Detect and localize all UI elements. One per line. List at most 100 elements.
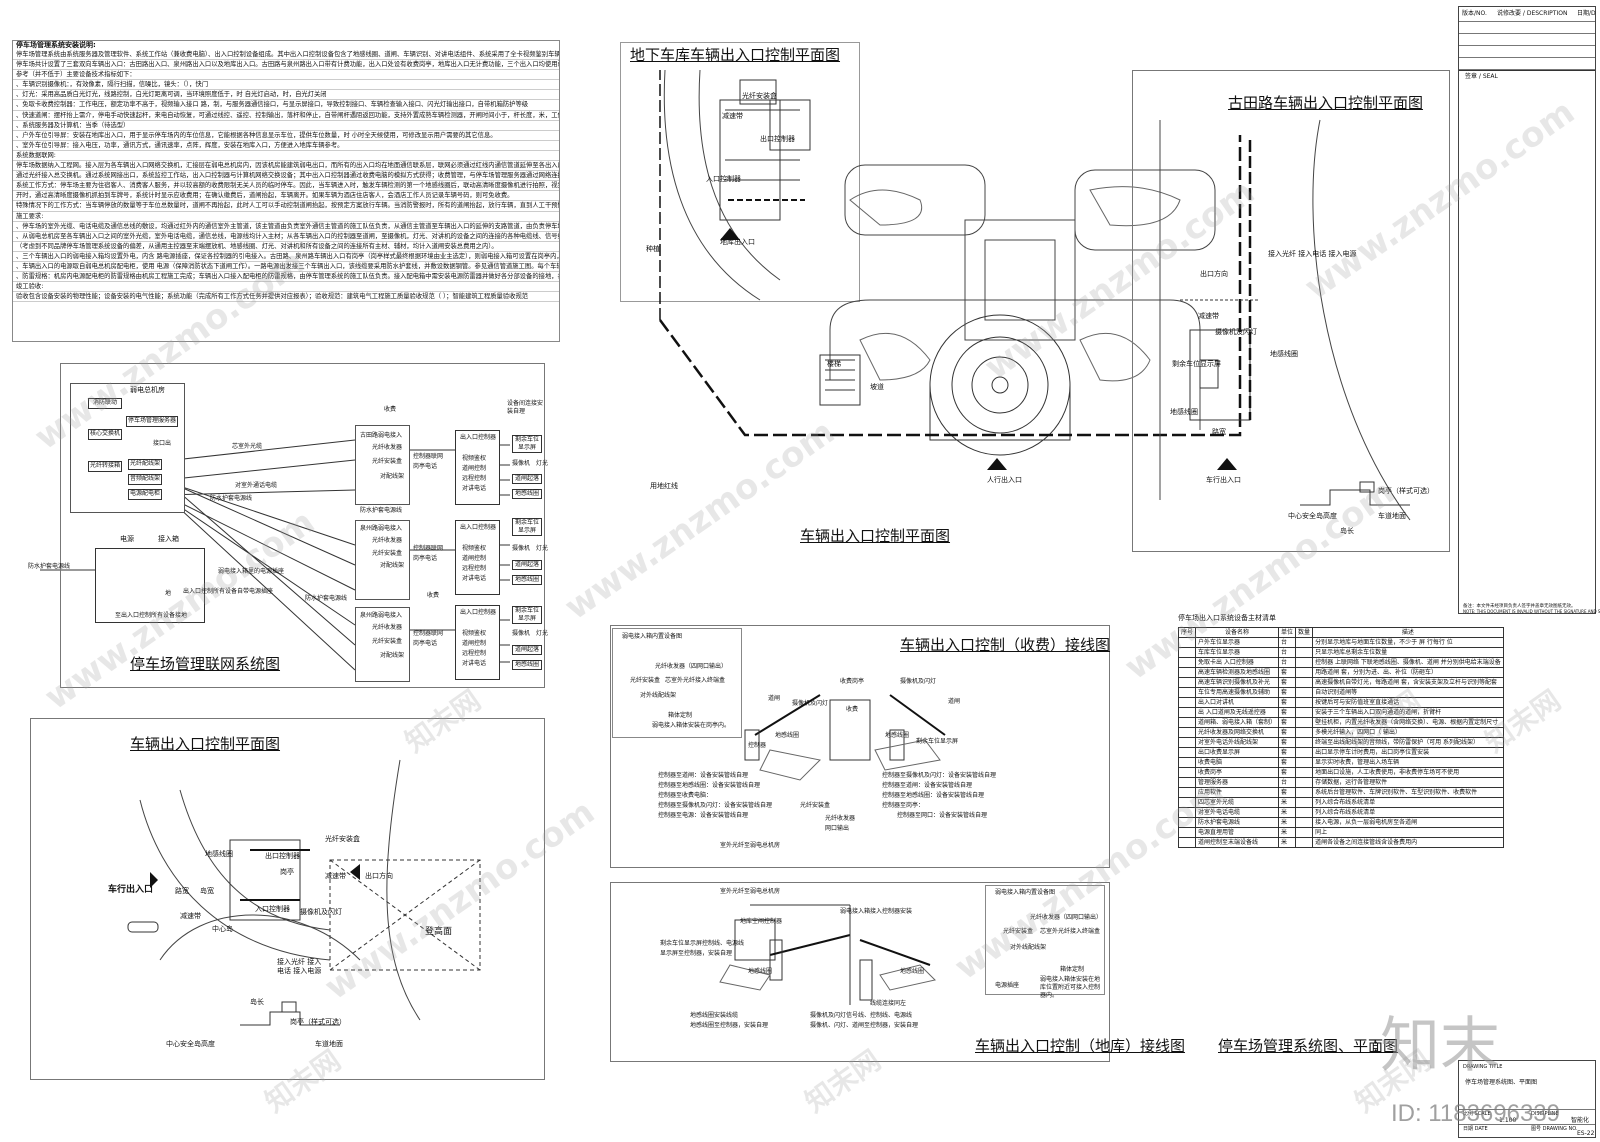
plant-label: 种植 <box>646 245 660 253</box>
wb-inner-frame <box>985 885 1105 995</box>
quanzhou-fbox: 光纤安装盒 <box>372 550 403 557</box>
gutian-exit-dir-label: 出口方向 <box>1200 270 1228 278</box>
equip-table-cell: 米 <box>1278 807 1297 818</box>
wc-disp: 剩余车位显示屏 <box>916 738 959 745</box>
equip-table-header-cell: 数量 <box>1295 627 1314 638</box>
equip-table-cell <box>1295 797 1314 808</box>
wb-ctrl: 地库空闸控制器 <box>740 918 783 925</box>
gutian-booth-tel: 岗亭电话 <box>413 463 438 470</box>
znzmo-logo: 知末 <box>1380 1011 1500 1081</box>
wb-disp2: 显示屏至控制器，安装自理 <box>660 950 733 957</box>
wb-loop-right: 地感线圈 <box>900 968 925 975</box>
equip-table-cell: 套 <box>1278 677 1297 688</box>
equip-table-cell <box>1295 727 1314 738</box>
pwr-out-label-3: 防水护套电源线 <box>360 507 403 514</box>
wb-note2: 弱电接入箱体安装在地库位置附近可接入控制器内。 <box>1040 976 1101 999</box>
box-fiber-patch: 芯室外光纤接入终端盒 <box>665 677 726 684</box>
notes-line: 、车辆识别摄像机：，有效像素，隔行扫描，信噪比，镜头：（），快门 <box>13 80 559 91</box>
ground-label: 地 <box>165 590 172 597</box>
equip-table-cell: 对室外电话外线配线架 <box>1195 737 1280 748</box>
wc-booth: 收费岗亭 <box>840 678 865 685</box>
rev-date: 日期/D <box>1577 10 1596 17</box>
notes-line: 、室外车位引导屏：接入电压，功率，通讯方式，通讯速率，点阵，辉度，安装在地库入口… <box>13 141 559 151</box>
disp-box-3: 剩余车位显示屏 <box>512 606 542 624</box>
entrance-fiber-box-label: 光纤安装盒 <box>325 835 360 843</box>
equip-table-cell <box>1295 777 1314 788</box>
basement-exit-ctrl-label: 出口控制器 <box>760 135 795 143</box>
equip-table-cell <box>1295 657 1314 668</box>
equip-table-cell: 车库车位显示器 <box>1195 647 1280 658</box>
ctrl-remote-2: 远程控制 <box>462 565 487 572</box>
equip-table-cell: 列入综合布线系统清单 <box>1312 807 1504 818</box>
gutian-booth-label: 岗亭（样式可选） <box>1378 487 1434 495</box>
equip-table-cell <box>1295 837 1314 848</box>
box-note1: 箱体定制 <box>668 712 693 719</box>
ctrl-gate-1: 道闸控制 <box>462 465 487 472</box>
wb-box: 弱电接入箱接入控制器安装 <box>840 908 913 915</box>
ports-label: 接口出 <box>153 440 172 447</box>
equip-table-cell <box>1295 747 1314 758</box>
box-inner-frame <box>612 628 742 738</box>
rev-desc: 说修改要 / DESCRIPTION <box>1497 10 1568 17</box>
vehicle-entrance-label: 车行出入口 <box>1206 476 1241 484</box>
notes-line: 特殊情况下的工作方式：当车辆停放的数量等于车位总数量时，道闸不再抬起，此时人工可… <box>13 201 559 212</box>
equip-table-row: 应用软件套系统后台管理软件、车牌识别软件、车型识别软件、收费软件 <box>1177 787 1504 798</box>
gutian-loop2-label: 地感线圈 <box>1170 408 1198 416</box>
notes-heading: 停车场管理系统安装说明: <box>16 41 96 49</box>
notes-line: 参考（并不低于）主要设备技术指标如下： <box>13 70 559 81</box>
equip-table-cell <box>1295 827 1314 838</box>
equip-table-cell: 显示实时收费，管理出入场车辆 <box>1312 757 1504 768</box>
basement-pc: 收费 <box>427 592 440 599</box>
wb-cam2: 摄像机、闪灯、道闸至控制器，安装自理 <box>810 1022 919 1029</box>
wb-disp: 剩余车位显示屏控制线、电源线 <box>660 940 745 947</box>
equip-table-cell: 地面出口设施，人工收费使用，非收费停车场可不使用 <box>1312 767 1504 778</box>
equip-table-cell <box>1295 787 1314 798</box>
equip-table-cell: 系统后台管理软件、车牌识别软件、车型识别软件、收费软件 <box>1312 787 1504 798</box>
entrance-high-label: 登高面 <box>425 927 453 937</box>
notes-line: 、防雷规格：机房内电源配电柜的防雷规格由机房工程施工完成；车辆出入口接入配电柜的… <box>13 272 559 283</box>
date-label: 日期 DATE <box>1463 1126 1488 1132</box>
ctrl-intercom-1: 对讲电话 <box>462 485 487 492</box>
gutian-decel-label: 减速带 <box>1198 312 1219 320</box>
wb-inner-fbox: 光纤安装盒 <box>1003 928 1034 935</box>
scale-value: 1:100 <box>1499 1117 1517 1124</box>
fiber-box-box: 光纤转接箱 <box>88 461 122 472</box>
entrance-lane-label: 车道地面 <box>315 1040 343 1048</box>
entrance-island-label: 岛宽 <box>200 887 214 895</box>
wb-room: 室外光纤至弱电总机房 <box>720 888 781 895</box>
equip-table-row: 管理服务器台存储数据，运行各管理软件 <box>1177 777 1504 788</box>
cam-2: 摄像机 <box>512 545 531 552</box>
equip-table-cell <box>1177 837 1197 848</box>
box-socket-note: 弱电接入箱里的电源插座 <box>218 568 285 575</box>
quanzhou-access-box <box>355 520 410 600</box>
notes-lines: 停车场管理系统由系统服务器及管理软件、系统工作站（兼收费电脑）、出入口控制设备组… <box>13 50 559 303</box>
ramp-label: 坡道 <box>870 383 884 391</box>
equip-table-cell: 套 <box>1278 737 1297 748</box>
cam-3: 摄像机 <box>512 630 531 637</box>
equip-table-cell: 套 <box>1278 667 1297 678</box>
equip-table-header-cell: 单位 <box>1278 627 1297 638</box>
gate-up-1: 道闸起落 <box>512 474 542 484</box>
gutian-island-len-label: 岛长 <box>1340 527 1354 535</box>
equip-table-cell <box>1177 667 1197 678</box>
notes-line: 系统工作方式：停车场主要为住宿客人、消费客人服务，并以较高额的收费限制无关人员的… <box>13 181 559 192</box>
gutian-pc: 收费 <box>384 406 397 413</box>
gutian-plan-title: 古田路车辆出入口控制平面图 <box>1228 94 1424 112</box>
fiber-out-label: 芯室外光缆 <box>232 443 263 450</box>
ctrl-cam-2: 视频鉴权 <box>462 545 487 552</box>
notes-line: 施工要求: <box>13 212 559 222</box>
title-block-bottom: DRAWING TITLE 停车场管理系统图、平面图 比例 SCALE 1:10… <box>1458 1060 1596 1138</box>
wc-r4: 控制器至岗亭： <box>882 802 925 809</box>
wc-l2: 控制器至地感线圈：设备安装管线自理 <box>658 782 761 789</box>
notes-line: 通过光纤接入总交换机。通过系统网接出口，系统监控工作站，出入口控制器与计算机网络… <box>13 171 559 182</box>
entrance-cam-label: 摄像机及闪灯 <box>300 908 342 916</box>
legend-box-label: 接入箱 <box>158 535 179 543</box>
equip-table-cell: 存储数据，运行各管理软件 <box>1312 777 1504 788</box>
gutian-disp-label: 剩余车位显示屏 <box>1172 360 1221 368</box>
equip-table-row: 收费岗亭套地面出口设施，人工收费使用，非收费停车场可不使用 <box>1177 767 1504 778</box>
disp-box-1: 剩余车位显示屏 <box>512 435 542 453</box>
ctrl-box-3 <box>455 605 500 680</box>
basement-telframe: 对配线架 <box>380 652 405 659</box>
wb-cam: 摄像机及闪灯信号线、控制线、电源线 <box>810 1012 913 1019</box>
scale-label: 比例 SCALE <box>1463 1111 1491 1117</box>
